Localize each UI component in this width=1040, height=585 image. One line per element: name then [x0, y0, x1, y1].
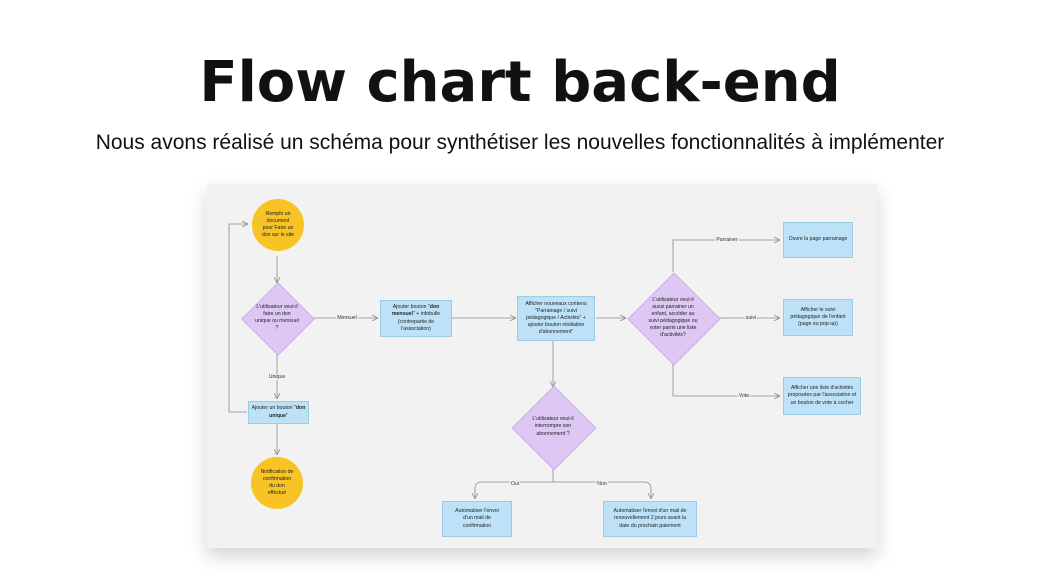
add-monthly-pre: Ajouter bouton ": [392, 304, 430, 311]
add-single-pre: Ajouter un bouton ": [251, 405, 296, 412]
open-sponsor-node: Ouvre la page parrainage: [783, 222, 853, 258]
decision-activity-label: L'utilisateur veut-il aussi parrainer un…: [648, 296, 698, 339]
show-activities-node: Afficher une liste d'activités proposées…: [783, 377, 861, 415]
add-single-button-node: Ajouter un bouton "don unique": [248, 401, 309, 424]
edge-activity-to-activities: [672, 364, 779, 396]
show-followup-label: Afficher le suivi pédagogique de l'enfan…: [790, 306, 846, 327]
renew-mail-node: Automatiser l'envoi d'un mail de renouve…: [603, 501, 697, 537]
edge-label-unique: Unique: [267, 374, 287, 380]
decision-cancel-label: L'utilisateur veut-il interrompre son ab…: [532, 416, 574, 437]
decision-donation-type-label: L'utilisateur veut-il faire un don uniqu…: [255, 303, 299, 332]
notify-node-label: Notification de confirmation du don effe…: [260, 468, 294, 497]
confirm-mail-label: Automatiser l'envoi d'un mail de confirm…: [455, 508, 499, 529]
edge-cancel-non: [553, 481, 651, 498]
show-activities-label: Afficher une liste d'activités proposées…: [787, 385, 857, 406]
start-node-label: Remplir un document pour Faire un don su…: [261, 210, 295, 239]
edge-label-suivi: suivi: [744, 315, 758, 321]
page-title: Flow chart back-end: [199, 50, 841, 115]
add-monthly-button-node: Ajouter bouton "don mensuel" + infobulle…: [380, 300, 452, 337]
show-content-label: Afficher nouveaux contenu "Parrainage / …: [525, 300, 587, 336]
edge-label-parrainer: Parrainer: [715, 237, 739, 243]
add-single-button-label: Ajouter un bouton "don unique": [251, 405, 306, 419]
renew-mail-label: Automatiser l'envoi d'un mail de renouve…: [613, 508, 687, 529]
confirm-mail-node: Automatiser l'envoi d'un mail de confirm…: [442, 501, 512, 537]
notify-node: Notification de confirmation du don effe…: [251, 457, 303, 509]
decision-donation-type: L'utilisateur veut-il faire un don uniqu…: [241, 282, 315, 356]
add-monthly-bold: don mensuel: [391, 304, 440, 318]
decision-activity: L'utilisateur veut-il aussi parrainer un…: [627, 272, 721, 366]
edge-cancel-oui: [475, 466, 554, 498]
connectors-layer: [228, 184, 877, 548]
edge-label-oui: Oui: [509, 481, 521, 487]
edge-label-non: Non: [596, 481, 608, 487]
show-content-node: Afficher nouveaux contenu "Parrainage / …: [517, 296, 595, 341]
show-followup-node: Afficher le suivi pédagogique de l'enfan…: [783, 299, 853, 336]
add-single-post: ": [286, 412, 288, 419]
open-sponsor-label: Ouvre la page parrainage: [788, 236, 848, 243]
edge-label-mensuel: Mensuel: [336, 315, 358, 321]
add-monthly-button-label: Ajouter bouton "don mensuel" + infobulle…: [383, 304, 449, 332]
flowchart-board: Mensuel Unique Parrainer suivi Vote Oui …: [207, 184, 877, 548]
decision-cancel: L'utilisateur veut-il interrompre son ab…: [511, 385, 597, 471]
edge-activity-to-sponsor: [672, 240, 779, 272]
add-single-bold: don unique: [269, 405, 306, 419]
start-node: Remplir un document pour Faire un don su…: [252, 199, 304, 251]
edge-label-vote: Vote: [737, 393, 751, 399]
add-monthly-post: " + infobulle (contrepartie de l'associa…: [397, 311, 441, 332]
page-subtitle: Nous avons réalisé un schéma pour synthé…: [95, 131, 945, 154]
edge-single-loop-back: [228, 224, 247, 413]
